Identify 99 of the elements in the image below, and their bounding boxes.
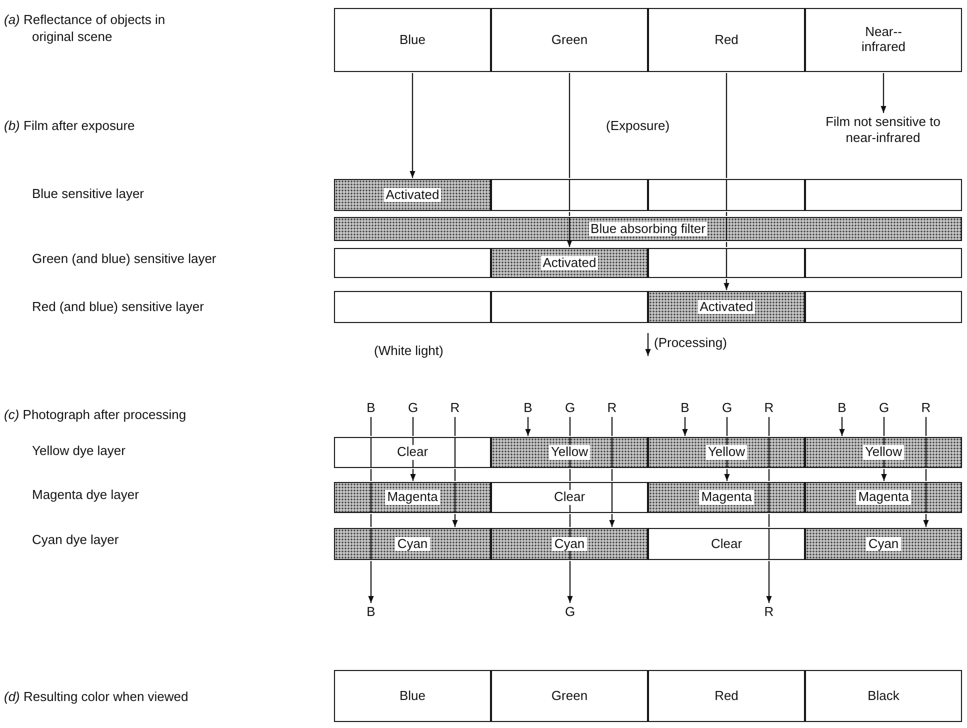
channel-letter: B — [678, 400, 692, 416]
layer-segment — [648, 528, 805, 560]
segment-label: Cyan — [395, 536, 430, 552]
segment-label: Green — [549, 688, 590, 704]
shaded-layer-segment — [648, 482, 805, 513]
shaded-layer-segment — [805, 528, 962, 560]
layer-segment — [334, 8, 491, 72]
section-caption: (a) Reflectance of objects in original scene — [4, 12, 166, 46]
segment-label: Clear — [552, 490, 588, 505]
layer-segment — [805, 291, 962, 323]
layer-segment — [334, 291, 491, 323]
layer-segment — [648, 670, 805, 722]
layer-segment — [334, 670, 491, 722]
layer-segment — [491, 291, 648, 323]
segment-label: Magenta — [699, 490, 754, 505]
arrow — [881, 469, 887, 481]
arrow — [452, 514, 458, 527]
note-text: Film not sensitive to near-infrared — [813, 114, 953, 146]
layer-segment — [334, 437, 491, 468]
channel-letter: G — [720, 400, 734, 416]
note-text: (Processing) — [654, 335, 728, 352]
note-text: (White light) — [374, 343, 444, 360]
shaded-layer-segment — [648, 291, 805, 323]
row-label: Yellow dye layer — [32, 443, 126, 460]
layer-segment — [491, 482, 648, 513]
arrow — [410, 469, 416, 481]
shaded-layer-segment — [334, 482, 491, 513]
layer-segment — [805, 670, 962, 722]
channel-letter: R — [919, 400, 933, 416]
segment-label: Yellow — [548, 445, 590, 460]
channel-letter: G — [563, 604, 577, 620]
shaded-layer-segment — [805, 437, 962, 468]
arrow — [923, 514, 929, 527]
segment-label: Activated — [698, 300, 756, 314]
shaded-layer-segment — [648, 437, 805, 468]
segment-label: Blue absorbing filter — [588, 222, 708, 236]
arrow — [724, 279, 730, 290]
channel-letter: B — [364, 604, 378, 620]
segment-label: Cyan — [866, 536, 901, 552]
segment-label: Clear — [708, 536, 744, 552]
row-label: Red (and blue) sensitive layer — [32, 299, 205, 316]
channel-letter: G — [877, 400, 891, 416]
row-label: Blue sensitive layer — [32, 186, 145, 203]
channel-letter: G — [406, 400, 420, 416]
segment-label: Activated — [384, 188, 442, 202]
arrow — [609, 514, 615, 527]
channel-letter: B — [364, 400, 378, 416]
segment-label: Activated — [540, 256, 598, 270]
shaded-layer-segment — [334, 179, 491, 211]
segment-label: Yellow — [706, 445, 748, 460]
shaded-layer-segment — [805, 482, 962, 513]
shaded-layer-segment — [334, 217, 962, 241]
layer-segment — [491, 8, 648, 72]
layer-segment — [491, 179, 648, 211]
row-label: Green (and blue) sensitive layer — [32, 251, 218, 268]
layer-segment — [334, 248, 491, 278]
channel-letter: R — [762, 604, 776, 620]
segment-label: Black — [866, 688, 902, 704]
layer-segment — [648, 248, 805, 278]
layer-segment — [648, 8, 805, 72]
row-label: Magenta dye layer — [32, 487, 140, 504]
arrow — [766, 561, 772, 603]
segment-label: Red — [712, 688, 740, 704]
channel-letter: R — [605, 400, 619, 416]
segment-label: Cyan — [552, 536, 587, 552]
arrow — [566, 240, 572, 247]
layer-segment — [805, 8, 962, 72]
shaded-layer-segment — [491, 528, 648, 560]
segment-label: Yellow — [862, 445, 904, 460]
arrow — [525, 417, 531, 436]
section-caption: (d) Resulting color when viewed — [4, 689, 190, 706]
channel-letter: B — [521, 400, 535, 416]
section-caption: (b) Film after exposure — [4, 118, 136, 135]
shaded-layer-segment — [491, 248, 648, 278]
layer-segment — [805, 248, 962, 278]
channel-letter: R — [448, 400, 462, 416]
note-text: (Exposure) — [606, 118, 671, 135]
arrow — [410, 73, 416, 178]
segment-label: Red — [712, 32, 740, 48]
channel-letter: B — [835, 400, 849, 416]
arrow — [567, 561, 573, 603]
shaded-layer-segment — [491, 437, 648, 468]
shaded-layer-segment — [334, 528, 491, 560]
arrow — [839, 417, 845, 436]
arrow — [724, 469, 730, 481]
arrow — [682, 417, 688, 436]
layer-segment — [805, 179, 962, 211]
layer-segment — [491, 670, 648, 722]
layer-segment — [648, 179, 805, 211]
channel-letter: G — [563, 400, 577, 416]
segment-label: Clear — [394, 445, 430, 460]
arrow — [368, 561, 374, 603]
segment-label: Green — [549, 32, 590, 48]
arrow — [880, 73, 886, 113]
segment-label: Magenta — [856, 490, 911, 505]
row-label: Cyan dye layer — [32, 532, 120, 549]
segment-label: Magenta — [385, 490, 440, 505]
section-caption: (c) Photograph after processing — [4, 407, 188, 424]
channel-letter: R — [762, 400, 776, 416]
